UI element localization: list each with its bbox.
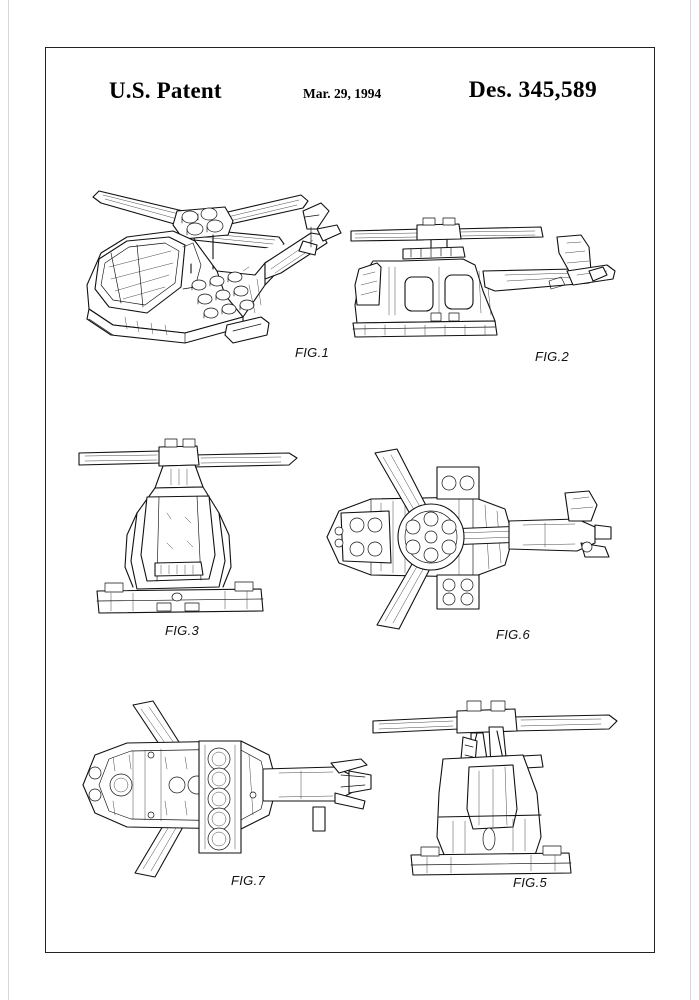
patent-number: Des. 345,589 <box>468 77 597 103</box>
fig-7-drawing <box>82 700 372 878</box>
fig-2-drawing <box>350 217 616 338</box>
fig-6-drawing <box>326 448 612 630</box>
figure-label-fig-7: FIG.7 <box>231 873 266 888</box>
figure-fig-6: FIG.6 <box>313 447 613 642</box>
fig-3-drawing <box>78 438 298 614</box>
figure-fig-3: FIG.3 <box>75 435 315 638</box>
figure-label-fig-3: FIG.3 <box>165 623 200 638</box>
figure-label-fig-1: FIG.1 <box>295 345 330 360</box>
figure-fig-7: FIG.7 <box>73 697 373 888</box>
figure-fig-2: FIG.2 <box>345 209 625 364</box>
issue-date: Mar. 29, 1994 <box>303 86 382 101</box>
figure-label-fig-6: FIG.6 <box>496 627 531 642</box>
sheet-header: U.S. Patent Mar. 29, 1994 Des. 345,589 <box>45 77 655 116</box>
fig-5-drawing <box>372 700 618 876</box>
figure-label-fig-5: FIG.5 <box>513 875 548 890</box>
figure-fig-5: FIG.5 <box>365 697 645 890</box>
page-title: U.S. Patent <box>109 78 222 103</box>
figure-label-fig-2: FIG.2 <box>535 349 570 364</box>
fig-1-drawing <box>86 190 342 344</box>
drawing-area: FIG.1 <box>45 47 655 953</box>
figure-fig-1: FIG.1 <box>65 167 342 360</box>
